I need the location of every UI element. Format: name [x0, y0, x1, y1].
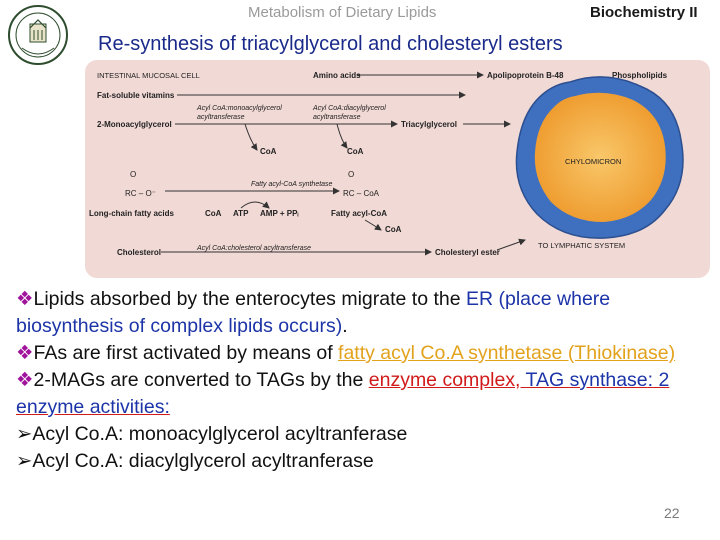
enzyme-mag-acyltransferase: Acyl CoA:monoacylglycerol: [196, 105, 282, 112]
chylomicron-label: CHYLOMICRON: [565, 157, 621, 166]
amp-ppi-label: AMP + PPᵢ: [260, 209, 299, 218]
bullet-list: ❖Lipids absorbed by the enterocytes migr…: [16, 286, 706, 475]
arrow-coa-release-2: [336, 123, 348, 149]
chylomicron-particle: CHYLOMICRON: [515, 76, 684, 239]
enzyme-dag-acyltransferase: Acyl CoA:diacylglycerol: [312, 105, 386, 112]
coa-label-1: CoA: [260, 147, 277, 156]
amino-acids-label: Amino acids: [313, 71, 361, 80]
long-chain-fatty-acids-label: Long-chain fatty acids: [89, 209, 174, 218]
cholesteryl-ester-label: Cholesteryl ester: [435, 248, 500, 257]
arrow-bullet-icon: ➢: [16, 450, 33, 472]
phospholipids-label: Phospholipids: [612, 71, 668, 80]
course-name-header: Biochemistry II: [590, 4, 698, 21]
diamond-bullet-icon: ❖: [16, 369, 34, 391]
enzyme-mag-acyltransferase-line2: acyltransferase: [197, 114, 245, 121]
coa-label-3: CoA: [205, 209, 222, 218]
arrow-atp-amp: [240, 201, 270, 209]
triacylglycerol-label: Triacylglycerol: [401, 120, 457, 129]
slide-title: Re-synthesis of triacylglycerol and chol…: [98, 33, 563, 55]
lecture-topic-header: Metabolism of Dietary Lipids: [248, 4, 437, 21]
arrow-bullet-icon: ➢: [16, 423, 33, 445]
apoprotein-label: Apolipoprotein B-48: [487, 71, 564, 80]
bullet-item-5: ➢Acyl Co.A: diacylglycerol acyltranferas…: [16, 450, 374, 472]
slide-number: 22: [664, 505, 680, 521]
carboxylate-structure: RC – O⁻: [125, 189, 156, 198]
enzyme-dag-acyltransferase-line2: acyltransferase: [313, 114, 361, 121]
cell-label: INTESTINAL MUCOSAL CELL: [97, 71, 200, 80]
monoacylglycerol-label: 2-Monoacylglycerol: [97, 120, 172, 129]
arrow-acylcoa-to-coa: [364, 219, 382, 231]
acyl-coa-o: O: [348, 170, 354, 179]
cholesterol-label: Cholesterol: [117, 248, 161, 257]
lipid-resynthesis-figure: INTESTINAL MUCOSAL CELL Fat-soluble vita…: [85, 60, 710, 278]
arrow-coa-release-1: [244, 123, 258, 151]
enzyme-cholesterol-acyltransferase: Acyl CoA:cholesterol acyltransferase: [196, 245, 311, 252]
fatty-acyl-coa-synthetase-label: Fatty acyl-CoA synthetase: [251, 181, 333, 188]
coa-label-4: CoA: [385, 225, 402, 234]
fatty-acyl-coa-label: Fatty acyl-CoA: [331, 209, 387, 218]
bullet-item-2: ❖FAs are first activated by means of fat…: [16, 342, 676, 364]
carboxylate-o: O: [130, 170, 136, 179]
diamond-bullet-icon: ❖: [16, 342, 34, 364]
bullet-item-3: ❖2-MAGs are converted to TAGs by the enz…: [16, 369, 670, 418]
university-seal-logo: [8, 5, 68, 65]
coa-label-2: CoA: [347, 147, 364, 156]
diamond-bullet-icon: ❖: [16, 288, 34, 310]
acyl-coa-structure: RC – CoA: [343, 189, 380, 198]
bullet-item-4: ➢Acyl Co.A: monoacylglycerol acyltranfer…: [16, 423, 408, 445]
arrow-ester-to-chylomicron: [496, 238, 526, 251]
bullet-item-1: ❖Lipids absorbed by the enterocytes migr…: [16, 288, 611, 337]
fat-soluble-vitamins-label: Fat-soluble vitamins: [97, 91, 175, 100]
lymphatic-system-label: TO LYMPHATIC SYSTEM: [538, 241, 625, 250]
atp-label: ATP: [233, 209, 249, 218]
